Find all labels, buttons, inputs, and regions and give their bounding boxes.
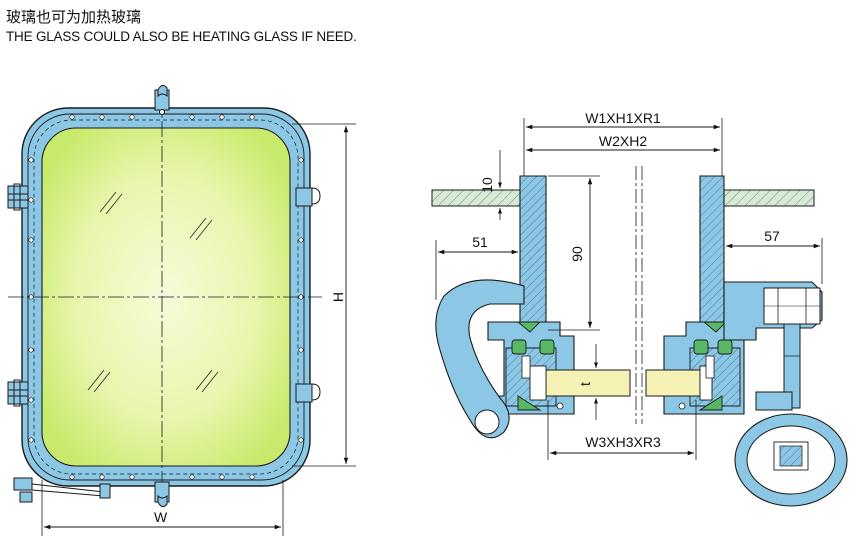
dim-label-w1h1r1: W1XH1XR1	[585, 110, 661, 126]
front-view: W H	[7, 84, 356, 536]
dim-label-right-offset: 57	[764, 228, 780, 244]
hinge-arm-left	[435, 279, 525, 439]
flange-bolts	[521, 355, 715, 410]
deck-plate-left	[431, 189, 525, 207]
dim-label-plate-thickness: 10	[479, 177, 495, 193]
dim-label-glass-thickness: t	[577, 382, 593, 386]
dim-label-h: H	[330, 292, 346, 302]
note-chinese: 玻璃也可为加热玻璃	[6, 8, 142, 26]
note-english: THE GLASS COULD ALSO BE HEATING GLASS IF…	[6, 29, 357, 44]
deck-plate-right	[721, 189, 815, 207]
section-view: W1XH1XR1 W2XH2 10 90 51 57 t W3XH3XR3	[431, 110, 848, 507]
right-clamp-upper	[295, 187, 321, 207]
dim-label-w2h2: W2XH2	[599, 133, 647, 149]
coaming-right	[699, 175, 725, 323]
dim-label-coaming-height: 90	[569, 246, 585, 262]
dim-label-w3h3r3: W3XH3XR3	[585, 434, 661, 450]
glass-reflection-marks	[87, 191, 219, 393]
dim-label-w: W	[154, 509, 168, 525]
right-clamp-lower	[295, 383, 321, 403]
left-hinge-lower	[7, 379, 29, 407]
glass-section-right	[645, 369, 701, 397]
bottom-clamp	[154, 481, 170, 508]
hinge-pin-left	[474, 409, 500, 435]
bottom-left-handle	[13, 477, 111, 503]
top-clamp	[154, 84, 170, 115]
dim-label-left-offset: 51	[472, 234, 488, 250]
left-hinge-upper	[7, 183, 29, 211]
seals	[511, 321, 733, 411]
